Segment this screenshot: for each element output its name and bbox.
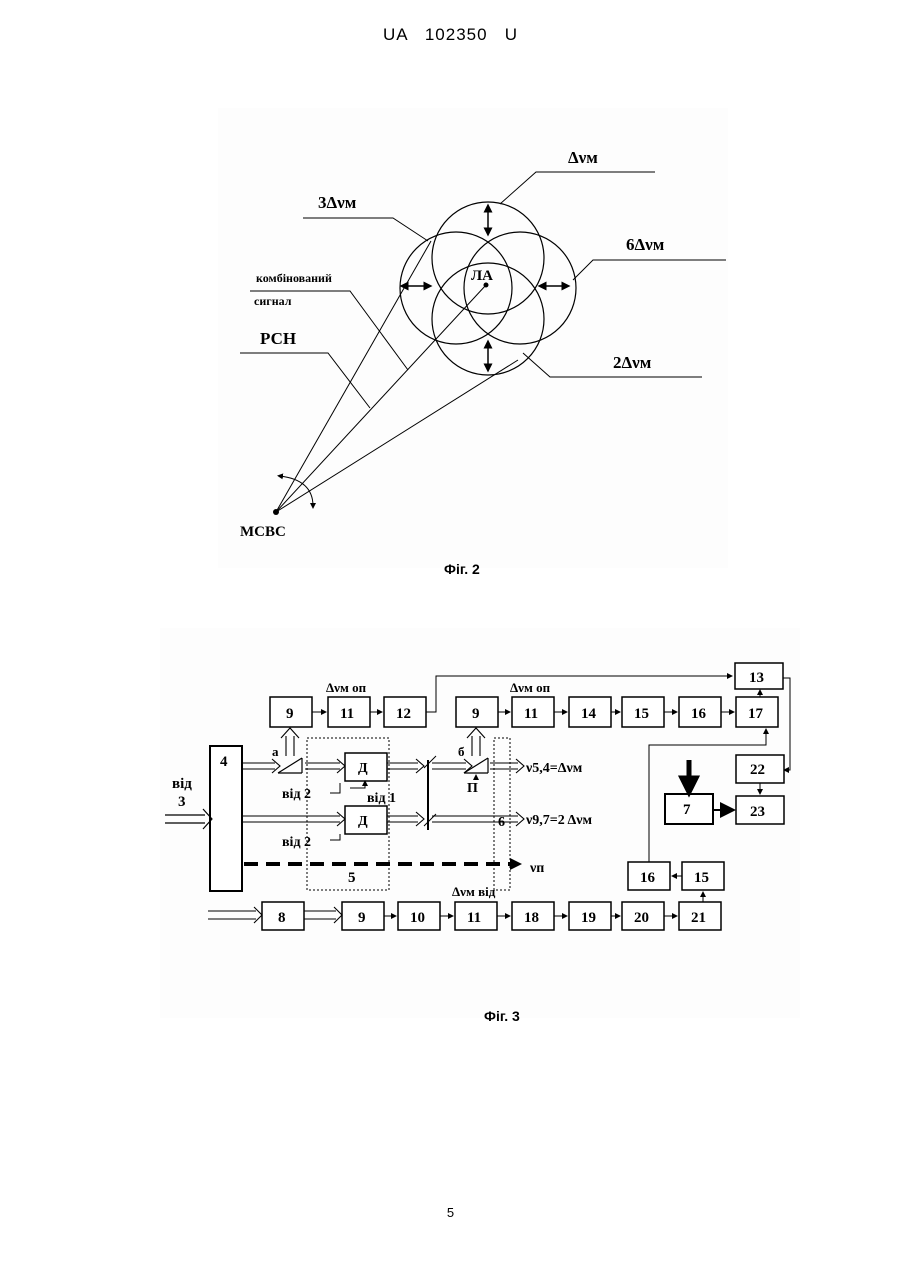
- label-b: б: [458, 744, 465, 759]
- block-22-label: 22: [750, 762, 765, 778]
- input-from-3-a: від: [172, 776, 192, 792]
- label-vid2-bottom: від 2: [282, 835, 311, 850]
- arrow-d-top-out: [387, 759, 424, 773]
- module-6-frame: [494, 738, 510, 890]
- block-10-label: 10: [410, 910, 425, 926]
- msvs-label: МСВС: [240, 524, 286, 540]
- block-16-top-label: 16: [691, 706, 707, 722]
- label-out-97: ν9,7=2 Δνм: [525, 813, 592, 828]
- leader-dv6: [573, 260, 726, 280]
- label-out-54: ν5,4=Δνм: [525, 761, 583, 776]
- input-arrow-7: [682, 760, 696, 792]
- input-arrow-8: [208, 907, 262, 923]
- switch-top-contact: [424, 756, 436, 768]
- label-dv3: 3Δνм: [318, 193, 357, 212]
- block-23-label: 23: [750, 804, 765, 820]
- block-21-label: 21: [691, 910, 706, 926]
- label-p: П: [467, 781, 478, 796]
- block-d-top-label: Д: [358, 761, 368, 776]
- label-combined-1: комбінований: [256, 271, 332, 285]
- dv-vid-label: Δνм від: [452, 884, 496, 899]
- label-a: а: [272, 744, 279, 759]
- leader-dv1: [500, 172, 655, 204]
- patent-number-header: UA 102350 U: [0, 25, 901, 45]
- beam-2: [276, 285, 486, 512]
- arrow-vn-head: [510, 858, 522, 870]
- mixer-b: [464, 758, 488, 773]
- block-15-mid-label: 15: [694, 870, 709, 886]
- block-13-label: 13: [749, 670, 764, 686]
- arrow-4-to-mixer: [242, 759, 280, 773]
- arrow-mixer-to-9: [281, 728, 299, 756]
- block-18-label: 18: [524, 910, 539, 926]
- leader-dv3: [303, 218, 428, 241]
- la-label: ЛА: [471, 268, 493, 284]
- mixer-a: [278, 758, 302, 773]
- figure-2-diagram: ЛА МСВС Δνм 3Δνм 6Δνм 2Δνм комбінований …: [218, 108, 728, 568]
- arrow-mixer-to-d-top: [305, 759, 345, 773]
- arrow-switch-to-mixer-b: [432, 759, 472, 773]
- arrow-d-bottom-out: [387, 812, 424, 826]
- page-number: 5: [0, 1205, 901, 1220]
- msvs-point: [273, 509, 279, 515]
- figure-3-block-diagram: 4 від 3 5 6 9 11 12 Δνм оп 9 11 14 15 16…: [160, 628, 800, 1018]
- block-d-bottom-label: Д: [358, 814, 368, 829]
- block-4-label: 4: [220, 754, 228, 770]
- input-from-3-b: 3: [178, 794, 186, 810]
- arrow-out-54: [490, 759, 524, 773]
- arrow-mixer-b-to-9: [467, 728, 485, 756]
- module-5-label: 5: [348, 870, 356, 886]
- arrow-8-9: [304, 907, 342, 923]
- block-19-label: 19: [581, 910, 596, 926]
- block-16-mid-label: 16: [640, 870, 656, 886]
- label-dv1: Δνм: [568, 148, 598, 167]
- label-out-vn: νп: [529, 861, 544, 876]
- block-12-label: 12: [396, 706, 411, 722]
- block-11-top-left-label: 11: [340, 706, 354, 722]
- label-dv6: 6Δνм: [626, 235, 665, 254]
- dv-op-left-label: Δνм оп: [326, 680, 367, 695]
- dv-op-right-label: Δνм оп: [510, 680, 551, 695]
- block-9-top-left-label: 9: [286, 706, 294, 722]
- figure-2-caption: Фіг. 2: [444, 561, 480, 577]
- block-14-label: 14: [581, 706, 597, 722]
- block-9-top-right-label: 9: [472, 706, 480, 722]
- label-vid1: від 1: [367, 791, 396, 806]
- block-8-label: 8: [278, 910, 286, 926]
- link-vid1: [350, 781, 365, 788]
- input-arrow-3: [165, 809, 212, 829]
- label-dv2: 2Δνм: [613, 353, 652, 372]
- block-11-top-right-label: 11: [524, 706, 538, 722]
- circle-right: [464, 232, 576, 344]
- beam-3: [276, 360, 518, 512]
- figure-3-caption: Фіг. 3: [484, 1008, 520, 1024]
- label-vid2-top: від 2: [282, 787, 311, 802]
- scan-arc: [280, 476, 313, 506]
- block-15-top-label: 15: [634, 706, 649, 722]
- label-combined-2: сигнал: [254, 294, 292, 308]
- link-vid2-bottom: [330, 834, 340, 840]
- label-rsn: РСН: [260, 329, 296, 348]
- circle-left: [400, 232, 512, 344]
- block-20-label: 20: [634, 910, 649, 926]
- block-11-bottom-label: 11: [467, 910, 481, 926]
- block-9-bottom-label: 9: [358, 910, 366, 926]
- link-vid2-top: [330, 783, 340, 793]
- block-7-label: 7: [683, 802, 691, 818]
- arrow-4-to-d-bottom: [242, 812, 345, 826]
- leader-rsn: [240, 353, 370, 408]
- bottom-row-blocks: [262, 902, 721, 930]
- block-17-label: 17: [748, 706, 764, 722]
